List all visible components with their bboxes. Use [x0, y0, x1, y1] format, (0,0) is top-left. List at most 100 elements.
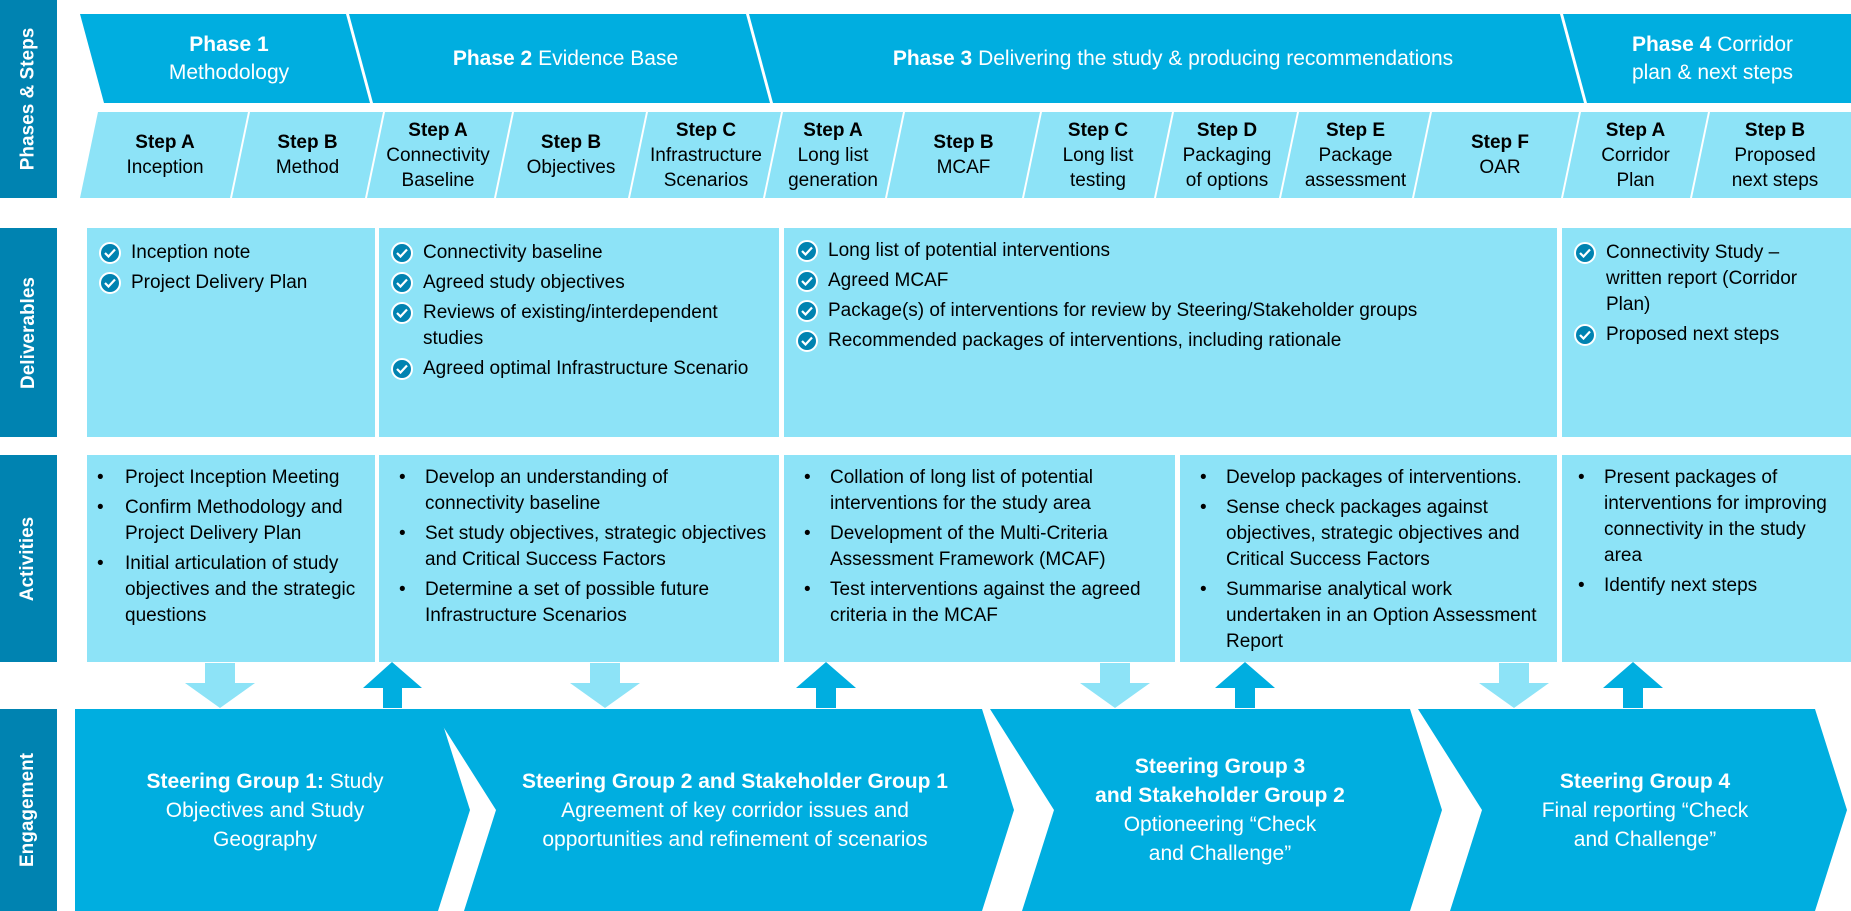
- step-1b-shape: [232, 112, 383, 198]
- engagement-1-title: Steering Group 1:: [146, 769, 324, 793]
- deliverable-item: Project Delivery Plan: [99, 270, 363, 296]
- activities-list: •Develop an understanding of connectivit…: [389, 465, 769, 629]
- phase-4-chevron: [1563, 14, 1851, 103]
- phase-4-label: Phase 4 Corridor plan & next steps: [1590, 14, 1835, 103]
- activity-item: •Initial articulation of study objective…: [97, 553, 356, 626]
- phase-1-number: Phase 1: [189, 32, 269, 56]
- activity-item: •Sense check packages against objectives…: [1200, 497, 1520, 570]
- activities-list: •Project Inception Meeting •Confirm Meth…: [93, 465, 369, 629]
- engagement-4-chevron: [1418, 709, 1847, 911]
- deliverable-item: Connectivity baseline: [391, 240, 767, 266]
- deliverable-item: Agreed study objectives: [391, 270, 767, 296]
- activity-item: •Test interventions against the agreed c…: [804, 579, 1141, 626]
- arrow-up-1: [363, 662, 422, 708]
- step-3a-shape: [765, 112, 903, 198]
- deliverables-phase-4: Connectivity Study – written report (Cor…: [1562, 228, 1851, 437]
- row-label-phases-text: Phases & Steps: [17, 27, 39, 171]
- phase-1-label: Phase 1 Methodology: [104, 14, 354, 103]
- step-3e-shape: [1281, 112, 1430, 198]
- arrow-down-1: [185, 663, 255, 708]
- activities-list: •Collation of long list of potential int…: [794, 465, 1165, 629]
- activity-item: •Develop packages of interventions.: [1200, 467, 1522, 488]
- activities-phase-2: •Develop an understanding of connectivit…: [379, 455, 779, 662]
- engagement-4-title: Steering Group 4: [1559, 769, 1731, 793]
- step-2a-shape: [367, 112, 512, 198]
- phase-4-title-b: plan & next steps: [1631, 60, 1794, 84]
- row-label-deliverables-text: Deliverables: [17, 276, 39, 389]
- arrow-down-4: [1479, 663, 1549, 708]
- activity-item: •Determine a set of possible future Infr…: [399, 579, 710, 626]
- engagement-3-title: Steering Group 3: [1134, 755, 1306, 778]
- phase-4-title-a: Corridor: [1717, 32, 1794, 56]
- deliverables-phase-1: Inception note Project Delivery Plan: [87, 228, 375, 437]
- deliverable-item: Reviews of existing/interdependent studi…: [391, 300, 767, 352]
- arrow-up-2: [796, 662, 856, 708]
- arrow-up-3: [1215, 662, 1275, 708]
- step-4b-shape: [1692, 112, 1851, 198]
- step-2c-shape: [630, 112, 781, 198]
- deliverables-list: Connectivity baseline Agreed study objec…: [391, 240, 767, 382]
- check-icon: [99, 242, 121, 264]
- step-3c-shape: [1024, 112, 1172, 198]
- check-icon: [796, 270, 818, 292]
- row-label-phases: Phases & Steps: [0, 0, 57, 198]
- deliverable-item: Recommended packages of interventions, i…: [796, 328, 1545, 354]
- activity-item: •Identify next steps: [1578, 575, 1758, 596]
- row-label-engagement: Engagement: [0, 709, 57, 911]
- deliverables-list: Inception note Project Delivery Plan: [99, 240, 363, 296]
- arrow-up-4: [1603, 662, 1663, 708]
- phase-3-label: Phase 3 Delivering the study & producing…: [773, 14, 1573, 103]
- deliverable-item: Proposed next steps: [1574, 322, 1839, 348]
- engagement-3-chevron: [990, 709, 1442, 911]
- activity-item: •Develop an understanding of connectivit…: [399, 467, 668, 514]
- deliverable-item: Package(s) of interventions for review b…: [796, 298, 1545, 324]
- activities-phase-3a: •Collation of long list of potential int…: [784, 455, 1175, 662]
- engagement-1-chevron: [75, 709, 470, 911]
- engagement-2: Steering Group 2 and Stakeholder Group 1…: [490, 709, 980, 911]
- activity-item: •Present packages of interventions for i…: [1578, 467, 1827, 566]
- arrow-down-3: [1080, 663, 1150, 708]
- check-icon: [99, 272, 121, 294]
- arrow-down-2: [570, 663, 640, 708]
- row-label-activities-text: Activities: [17, 516, 39, 601]
- activity-item: •Project Inception Meeting: [97, 467, 340, 488]
- step-2b-shape: [496, 112, 646, 198]
- row-label-activities: Activities: [0, 455, 57, 662]
- activity-item: •Confirm Methodology and Project Deliver…: [97, 497, 343, 544]
- engagement-1: Steering Group 1: Study Objectives and S…: [146, 769, 384, 851]
- check-icon: [1574, 242, 1596, 264]
- deliverables-phase-2: Connectivity baseline Agreed study objec…: [379, 228, 779, 437]
- activities-list: •Develop packages of interventions. •Sen…: [1190, 465, 1547, 655]
- deliverables-list: Connectivity Study – written report (Cor…: [1574, 240, 1839, 348]
- phase-2-chevron: [349, 14, 770, 103]
- deliverables-list: Long list of potential interventions Agr…: [796, 238, 1545, 354]
- deliverable-item: Agreed MCAF: [796, 268, 1545, 294]
- check-icon: [391, 302, 413, 324]
- deliverable-item: Inception note: [99, 240, 363, 266]
- step-1a-shape: [80, 112, 248, 198]
- check-icon: [391, 358, 413, 380]
- activity-item: •Set study objectives, strategic objecti…: [399, 523, 767, 570]
- activities-phase-3b: •Develop packages of interventions. •Sen…: [1180, 455, 1557, 662]
- check-icon: [391, 272, 413, 294]
- activities-phase-4: •Present packages of interventions for i…: [1562, 455, 1851, 662]
- deliverable-item: Long list of potential interventions: [796, 238, 1545, 264]
- activity-item: •Summarise analytical work undertaken in…: [1200, 579, 1537, 652]
- engagement-3-title-2: and Stakeholder Group 2: [1095, 784, 1345, 807]
- check-icon: [1574, 324, 1596, 346]
- check-icon: [796, 330, 818, 352]
- check-icon: [391, 242, 413, 264]
- activities-list: •Present packages of interventions for i…: [1568, 465, 1845, 599]
- phase-3-chevron: [749, 14, 1584, 103]
